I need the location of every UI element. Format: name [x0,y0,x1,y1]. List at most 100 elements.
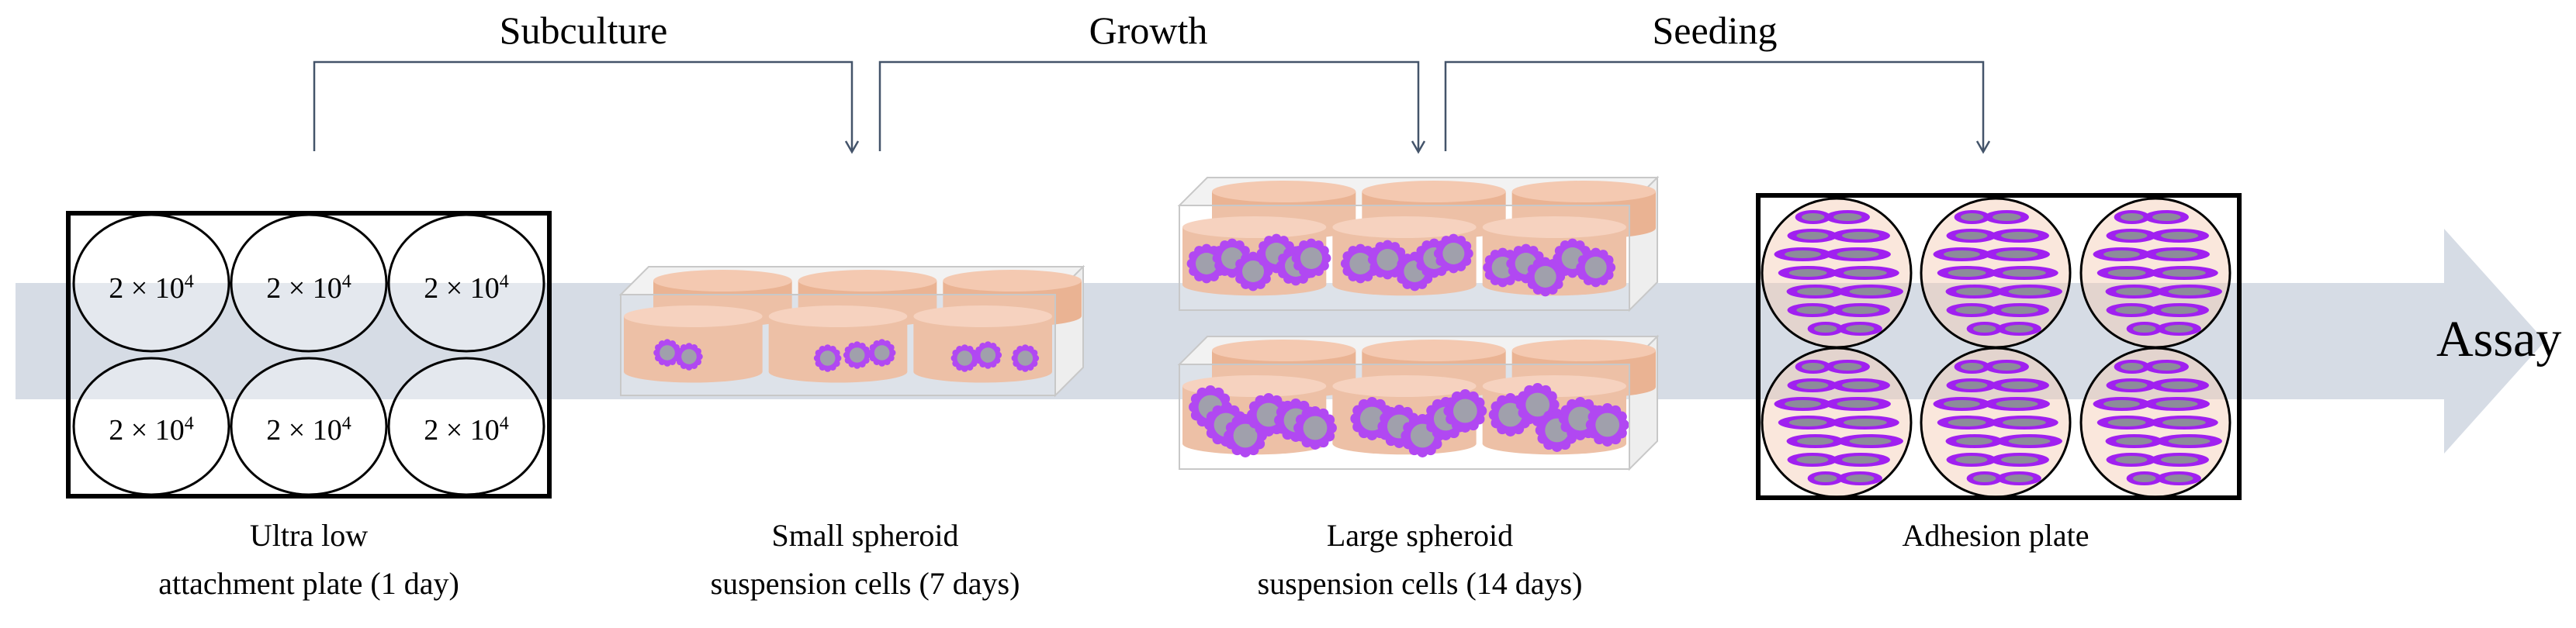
adherent-cell-core [2005,325,2034,333]
caption-line: Large spheroid [1326,518,1514,553]
adherent-cell-core [2115,232,2148,240]
caption-line: suspension cells (14 days) [1257,566,1583,601]
adherent-cell-core [1784,250,1821,258]
spheroid [1553,238,1593,278]
adherent-cell-core [1961,213,1984,221]
adherent-cell-core [1973,325,1996,333]
adherent-cell-core [2162,269,2206,277]
adherent-cell-core [1844,419,1887,426]
adherent-cell-core [1846,325,1875,333]
adherent-cell-core [2161,232,2199,240]
well-label: 2 × 104 [424,413,509,447]
spheroid [1433,233,1473,274]
adherent-cell-core [1955,232,1988,240]
caption-line: attachment plate (1 day) [158,566,459,601]
spheroid-core [1561,247,1584,269]
adherent-cell-core [2115,437,2152,445]
caption-line: suspension cells (7 days) [710,566,1020,601]
adherent-cell-core [1814,325,1837,333]
step-seeding: Seeding [1652,9,1778,52]
adherent-cell-core [1973,474,1996,482]
spheroid-core [1376,249,1399,271]
spheroid-core [957,350,973,366]
adherent-cell-core [1955,288,1993,295]
spheroid-core [1196,253,1217,274]
adherent-cell-core [1796,381,1829,389]
well-top [653,270,792,292]
adherent-cell-core [1842,232,1880,240]
adherent-cell-core [2152,363,2181,371]
adherent-cell-core [1849,437,1892,445]
well-top [624,305,763,327]
plate-frame [66,211,552,499]
well-top [1212,181,1356,202]
adherent-cell-core [1796,288,1833,295]
adhesion-well [1761,347,1913,499]
adherent-cell-core [1846,474,1875,482]
connector-seeding [1444,60,1985,151]
well-top [1511,181,1656,202]
spheroid [1585,403,1629,447]
connector-brackets [313,60,1991,154]
spheroid-core [1233,423,1258,448]
adherent-cell-core [1996,250,2038,258]
adherent-cell-core [2168,288,2211,295]
spheroid-core [1525,392,1550,417]
spheroid [675,343,703,371]
plate-wells [72,213,545,496]
well-top [913,305,1052,327]
adherent-cell-core [1943,250,1980,258]
adherent-cell-core [2115,456,2148,464]
adherent-cell-core [1844,269,1887,277]
flask-front [1179,364,1630,470]
spheroid [1576,247,1616,288]
well [72,357,230,496]
spheroid-core [849,347,865,363]
adherent-cell-core [1955,437,1993,445]
adherent-cell-core [2162,419,2206,426]
spheroid-core [1534,266,1556,288]
adherent-cell-core [1833,363,1862,371]
spheroid [974,341,1002,369]
spheroid [843,341,871,369]
adherent-cell-core [2008,437,2051,445]
well-label: 2 × 104 [109,271,194,305]
flask-front [1179,205,1630,311]
adherent-cell-core [1993,213,2021,221]
step-growth: Growth [1089,9,1208,52]
adherent-cell-core [2103,400,2140,408]
assay-label: Assay [2436,311,2562,367]
adherent-cell-core [1802,213,1825,221]
spheroid-core [874,345,890,361]
adherent-cell-core [2161,306,2199,314]
well-top [1212,340,1356,361]
spheroid-core [1442,243,1465,264]
adherent-cell-core [2001,381,2039,389]
spheroid-core [1595,412,1620,437]
adherent-cell-core [2115,288,2152,295]
adhesion-well [2079,197,2231,349]
adherent-cell-core [1796,456,1829,464]
adherent-cell-core [2133,325,2156,333]
well-top [1362,181,1506,202]
well-top [1482,375,1626,397]
caption-line: Small spheroid [771,518,959,553]
well [72,213,230,353]
adherent-cell-core [1802,363,1825,371]
spheroid [1011,344,1040,372]
well-top [943,270,1082,292]
adherent-cell-core [2008,288,2051,295]
spheroid-core [1584,257,1607,278]
caption-adhesion: Adhesion plate [1902,512,2089,560]
well-label: 2 × 104 [266,413,351,447]
suspension-flask [1177,175,1660,312]
well [387,213,545,353]
spheroid-core [1300,247,1322,269]
adherent-cell-core [1961,363,1984,371]
adherent-cell-core [1993,363,2021,371]
adherent-cell-core [1955,381,1988,389]
caption-small-spheroid: Small spheroid suspension cells (7 days) [711,512,1020,608]
adherent-cell-core [1955,306,1988,314]
